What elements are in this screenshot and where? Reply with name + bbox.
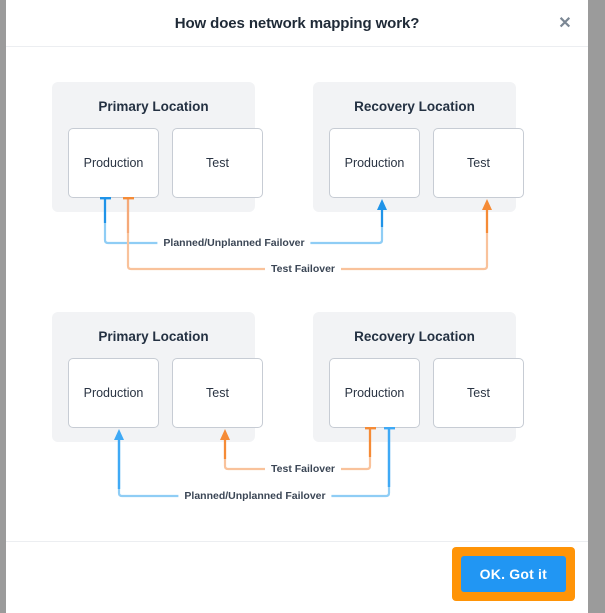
- ok-got-it-button[interactable]: OK. Got it: [460, 556, 566, 592]
- node-label: Test: [206, 156, 229, 170]
- node-label: Production: [344, 386, 405, 400]
- modal-footer: OK. Got it: [6, 541, 588, 613]
- panel-primary-location: Primary Location Production Test: [52, 312, 263, 442]
- ok-button-focus-ring: OK. Got it: [451, 547, 575, 601]
- node-label: Test: [467, 156, 490, 170]
- network-mapping-modal: How does network mapping work? ✕ Primary…: [6, 0, 588, 613]
- panel-recovery-location: Recovery Location Production Test: [313, 82, 524, 212]
- window-scrollbar-right[interactable]: [588, 0, 605, 613]
- panel-title: Recovery Location: [354, 329, 475, 344]
- panel-primary-location: Primary Location Production Test: [52, 82, 263, 212]
- node-production: Production: [68, 358, 159, 428]
- node-label: Production: [83, 156, 144, 170]
- window-left-edge: [0, 0, 6, 613]
- wire-test-failover: [126, 198, 489, 271]
- node-production: Production: [329, 128, 420, 198]
- node-test: Test: [172, 128, 263, 198]
- node-production: Production: [68, 128, 159, 198]
- wire-origin-cap: [123, 197, 134, 200]
- modal-body: Primary Location Production Test Recover…: [6, 47, 588, 541]
- node-test: Test: [172, 358, 263, 428]
- node-label: Test: [467, 386, 490, 400]
- panel-title: Primary Location: [98, 99, 209, 114]
- panel-title: Primary Location: [98, 329, 209, 344]
- arrowhead-icon: [377, 199, 387, 210]
- modal-header: How does network mapping work? ✕: [6, 0, 588, 47]
- panel-recovery-location: Recovery Location Production Test: [313, 312, 524, 442]
- wire-planned-unplanned-failover: [117, 428, 391, 498]
- wire-origin-cap: [100, 197, 111, 200]
- node-label: Test: [206, 386, 229, 400]
- arrowhead-icon: [114, 429, 124, 440]
- node-label: Production: [83, 386, 144, 400]
- wire-label-test-failover: Test Failover: [265, 463, 341, 475]
- node-production: Production: [329, 358, 420, 428]
- node-test: Test: [433, 358, 524, 428]
- close-icon[interactable]: ✕: [558, 15, 572, 32]
- diagram-failover-to-recovery: Primary Location Production Test Recover…: [6, 47, 588, 277]
- wire-origin-cap: [384, 427, 395, 430]
- node-test: Test: [433, 128, 524, 198]
- wire-label-planned-unplanned-failover: Planned/Unplanned Failover: [178, 490, 332, 502]
- node-label: Production: [344, 156, 405, 170]
- arrowhead-icon: [220, 429, 230, 440]
- wire-label-test-failover: Test Failover: [265, 263, 341, 275]
- arrowhead-icon: [482, 199, 492, 210]
- page-title: How does network mapping work?: [174, 15, 420, 32]
- wire-origin-cap: [365, 427, 376, 430]
- wire-label-planned-unplanned-failover: Planned/Unplanned Failover: [157, 237, 311, 249]
- panel-title: Recovery Location: [354, 99, 475, 114]
- diagram-failback-to-primary: Primary Location Production Test Recover…: [6, 277, 588, 541]
